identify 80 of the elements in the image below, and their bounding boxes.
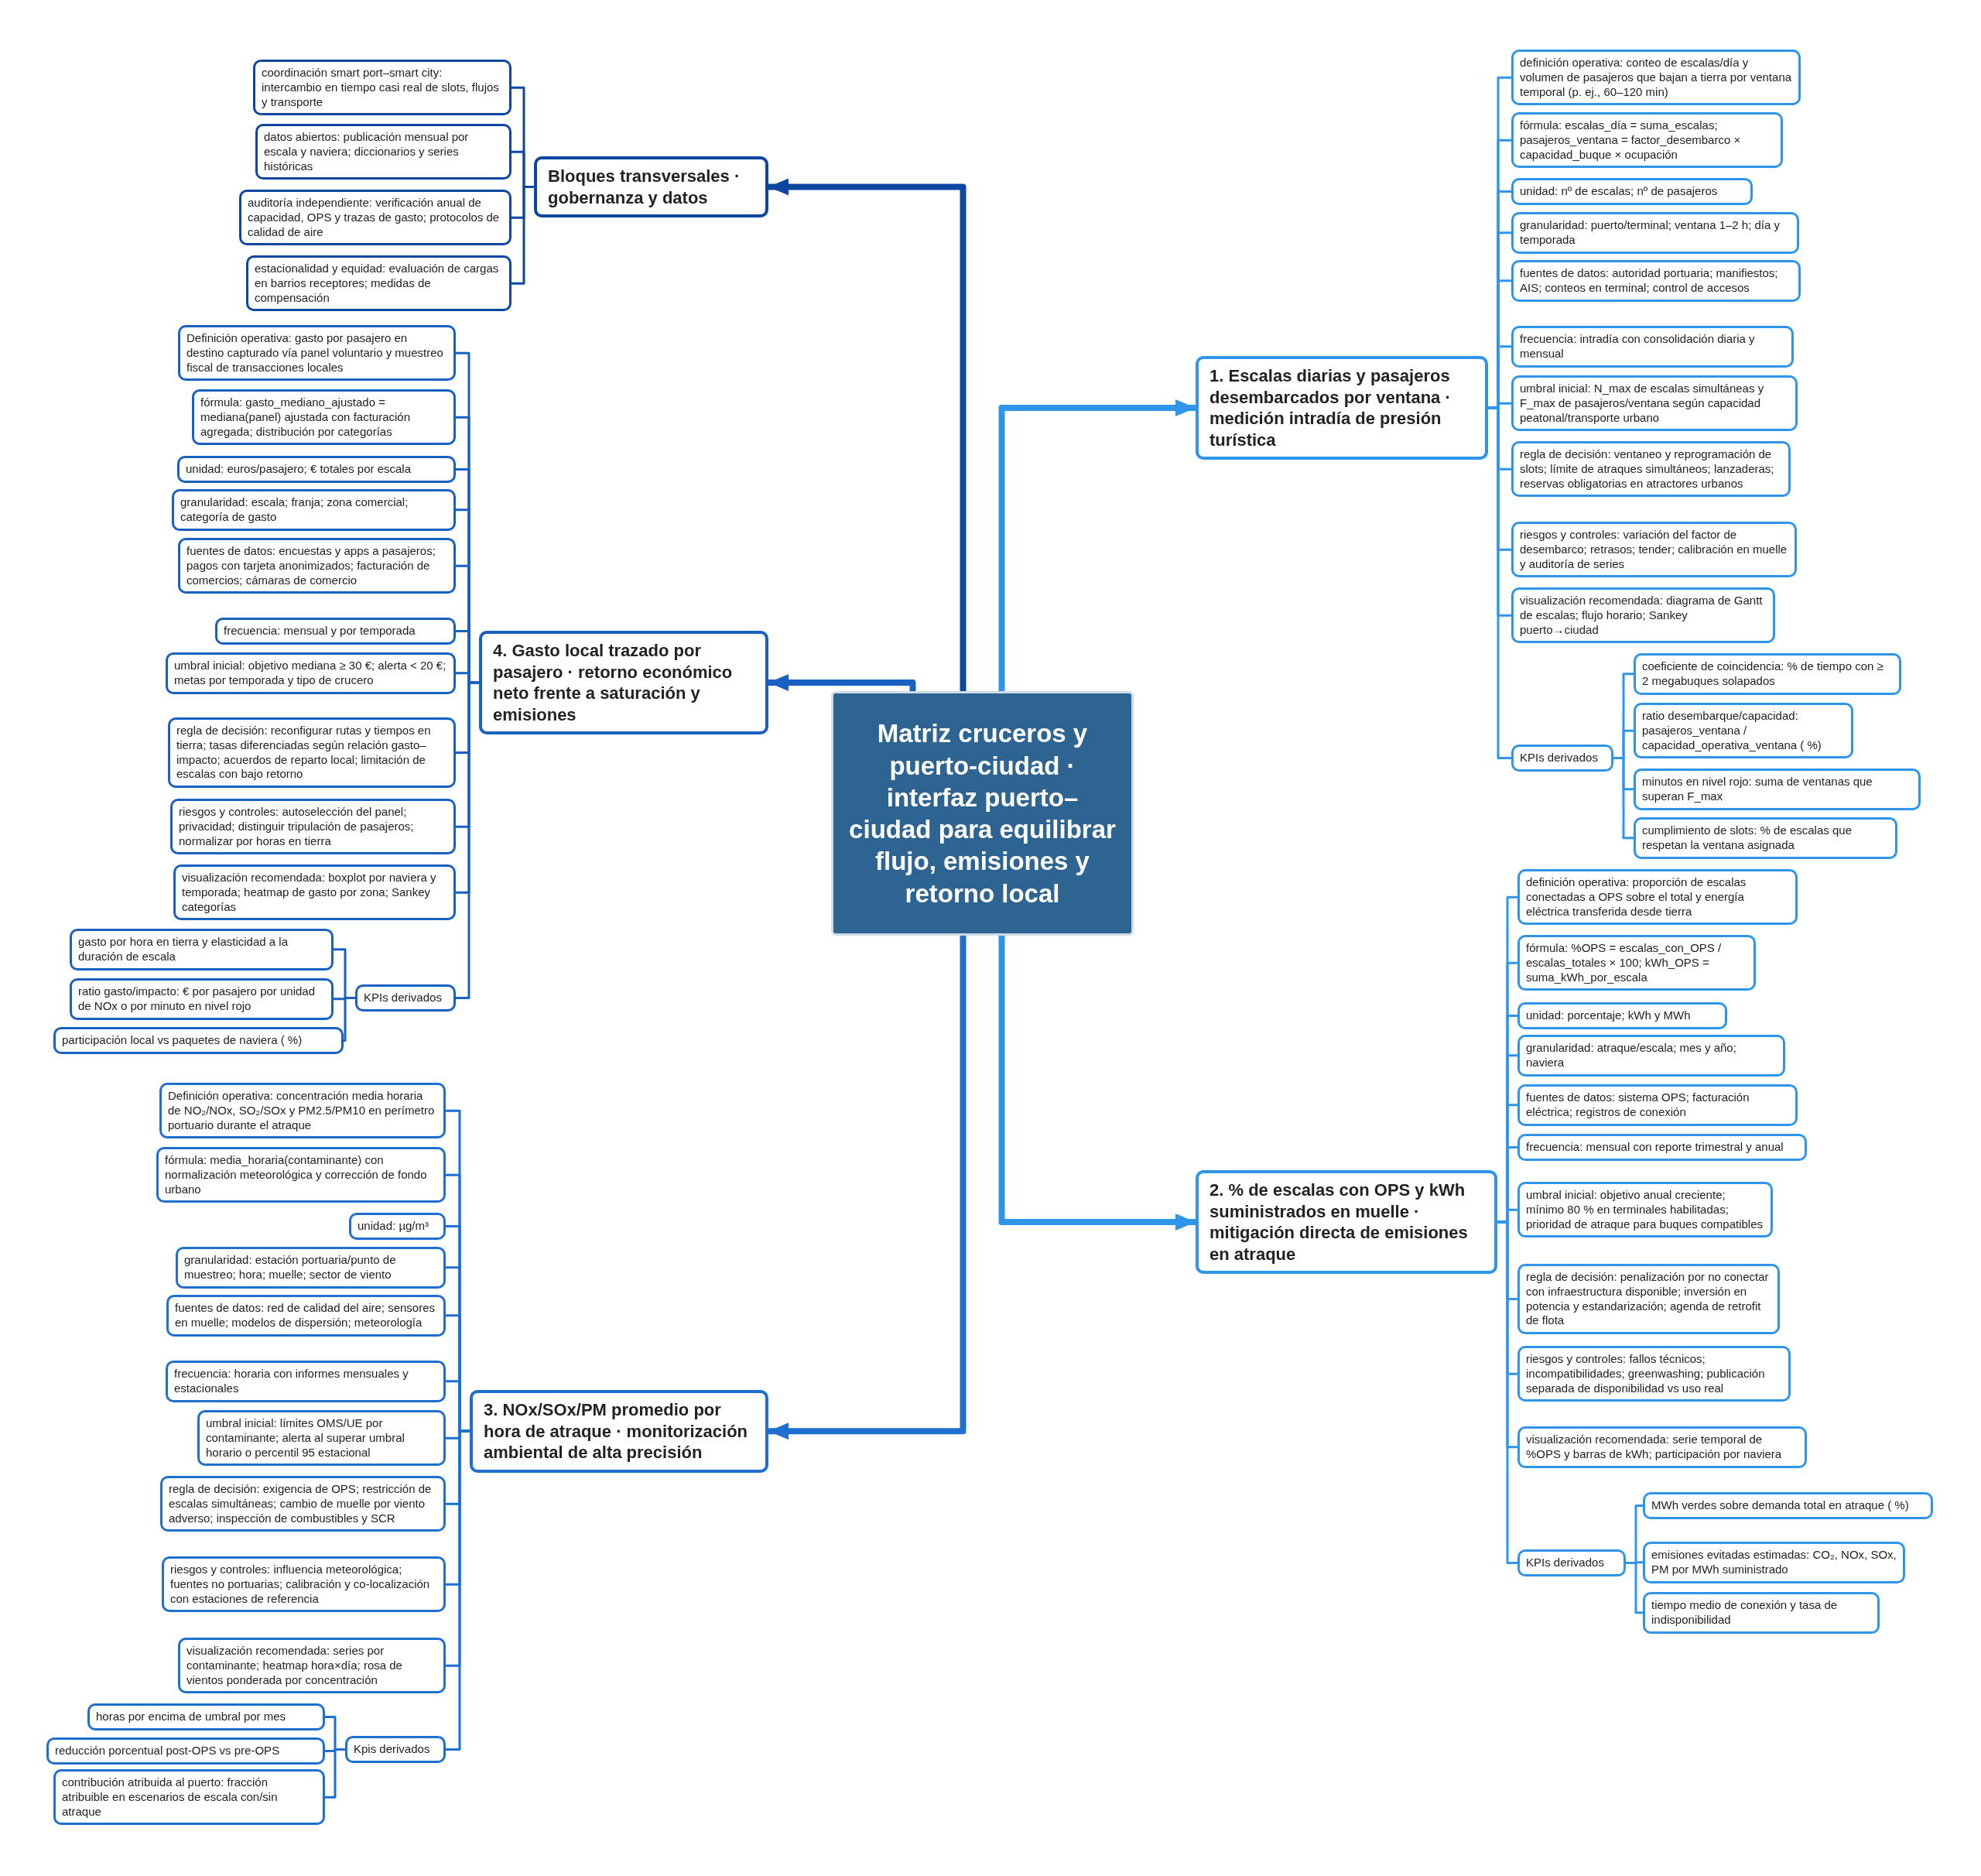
subtopic-box: emisiones evitadas estimadas: CO₂, NOx, SOx, PM por MWh suministrado bbox=[1643, 1542, 1905, 1583]
connector-line bbox=[446, 1429, 470, 1751]
subtopic-box: umbral inicial: límites OMS/UE por contaminante; alerta al superar umbral horario o percentil 95 estacional bbox=[197, 1410, 446, 1467]
subtopic-box: umbral inicial: N_max de escalas simultáneas y F_max de pasajeros/ventana según capacidad peatonal/transporte urbano bbox=[1511, 375, 1798, 432]
main-topic-box: 4. Gasto local trazado por pasajero · retorno económico neto frente a saturación y emisiones bbox=[479, 631, 768, 734]
subtopic-box: umbral inicial: objetivo anual creciente; mínimo 80 % en terminales habilitadas; prioridad de atraque para buques compatibles bbox=[1517, 1182, 1773, 1238]
subtopic-box: granularidad: atraque/escala; mes y año; naviera bbox=[1517, 1035, 1785, 1077]
subtopic-box: fórmula: %OPS = escalas_con_OPS / escalas_totales × 100; kWh_OPS = suma_kWh_por_escala bbox=[1517, 935, 1756, 991]
subtopic-box: unidad: nº de escalas; nº de pasajeros bbox=[1511, 178, 1753, 205]
main-topic-box: Bloques transversales · gobernanza y datos bbox=[534, 156, 768, 217]
connector-line bbox=[1613, 756, 1634, 840]
subtopic-box: frecuencia: mensual con reporte trimestral y anual bbox=[1517, 1134, 1807, 1161]
main-topic-box: 2. % de escalas con OPS y kWh suministrados en muelle · mitigación directa de emisiones en atraque bbox=[1196, 1170, 1497, 1274]
subtopic-box: frecuencia: intradía con consolidación diaria y mensual bbox=[1511, 326, 1794, 368]
subtopic-box: unidad: euros/pasajero; € totales por escala bbox=[177, 456, 456, 483]
subtopic-box: visualización recomendada: diagrama de Gantt de escalas; flujo horario; Sankey puerto→ciudad bbox=[1511, 587, 1775, 644]
connector-line bbox=[1488, 406, 1511, 759]
subtopic-box: estacionalidad y equidad: evaluación de cargas en barrios receptores; medidas de compensación bbox=[246, 255, 512, 312]
subtopic-box: Kpis derivados bbox=[345, 1736, 446, 1763]
subtopic-box: riesgos y controles: autoselección del panel; privacidad; distinguir tripulación de pasajeros; normalizar por horas en tierra bbox=[170, 799, 456, 855]
subtopic-box: fuentes de datos: sistema OPS; facturación eléctrica; registros de conexión bbox=[1517, 1084, 1798, 1126]
subtopic-box: riesgos y controles: influencia meteorológica; fuentes no portuarias; calibración y co-localización con estaciones de referencia bbox=[162, 1556, 446, 1613]
subtopic-box: regla de decisión: exigencia de OPS; restricción de escalas simultáneas; cambio de muelle por viento adverso; inspección de combustibles y SCR bbox=[160, 1476, 446, 1532]
subtopic-box: umbral inicial: objetivo mediana ≥ 30 €; alerta < 20 €; metas por temporada y tipo de crucero bbox=[166, 652, 456, 694]
subtopic-box: tiempo medio de conexión y tasa de indisponibilidad bbox=[1643, 1592, 1880, 1634]
subtopic-box: fórmula: escalas_día = suma_escalas; pasajeros_ventana = factor_desembarco × capacidad_buque × ocupación bbox=[1511, 112, 1783, 169]
subtopic-box: ratio gasto/impacto: € por pasajero por unidad de NOx o por minuto en nivel rojo bbox=[70, 978, 334, 1020]
subtopic-box: visualización recomendada: serie temporal de %OPS y barras de kWh; participación por naviera bbox=[1517, 1426, 1807, 1468]
subtopic-box: Definición operativa: gasto por pasajero en destino capturado vía panel voluntario y muestreo fiscal de transacciones locales bbox=[178, 325, 456, 382]
subtopic-box: datos abiertos: publicación mensual por escala y naviera; diccionarios y series históricas bbox=[255, 124, 512, 180]
subtopic-box: fórmula: gasto_mediano_ajustado = mediana(panel) ajustada con facturación agregada; distribución por categorías bbox=[192, 389, 456, 446]
subtopic-box: riesgos y controles: fallos técnicos; incompatibilidades; greenwashing; publicación separada de disponibilidad vs uso real bbox=[1517, 1346, 1791, 1402]
subtopic-box: unidad: µg/m³ bbox=[349, 1213, 446, 1240]
subtopic-box: definición operativa: proporción de escalas conectadas a OPS sobre el total y energía eléctrica transferida desde tierra bbox=[1517, 869, 1798, 926]
subtopic-box: gasto por hora en tierra y elasticidad a la duración de escala bbox=[70, 929, 334, 971]
subtopic-box: cumplimiento de slots: % de escalas que respetan la ventana asignada bbox=[1634, 817, 1897, 859]
connector-line bbox=[456, 681, 479, 999]
connector-line bbox=[1626, 1561, 1643, 1614]
subtopic-box: participación local vs paquetes de naviera ( %) bbox=[53, 1027, 344, 1054]
subtopic-box: contribución atribuida al puerto: fracción atribuible en escenarios de escala con/sin atraque bbox=[53, 1769, 325, 1826]
subtopic-box: ratio desembarque/capacidad: pasajeros_ventana / capacidad_operativa_ventana ( %) bbox=[1634, 703, 1853, 759]
arrow bbox=[768, 178, 967, 691]
subtopic-box: Definición operativa: concentración media horaria de NO₂/NOx, SO₂/SOx y PM2.5/PM10 en perímetro portuario durante el atraque bbox=[159, 1083, 446, 1139]
subtopic-box: fuentes de datos: encuestas y apps a pasajeros; pagos con tarjeta anonimizados; facturación de comercios; cámaras de comercio bbox=[178, 538, 456, 594]
main-topic-box: 3. NOx/SOx/PM promedio por hora de atraque · monitorización ambiental de alta precisión bbox=[470, 1390, 768, 1473]
subtopic-box: unidad: porcentaje; kWh y MWh bbox=[1517, 1002, 1727, 1029]
subtopic-box: granularidad: estación portuaria/punto de muestreo; hora; muelle; sector de viento bbox=[176, 1247, 446, 1289]
subtopic-box: regla de decisión: ventaneo y reprogramación de slots; límite de atraques simultáneos; lanzaderas; reservas obligatorias en atractores urbanos bbox=[1511, 441, 1791, 498]
subtopic-box: fuentes de datos: red de calidad del aire; sensores en muelle; modelos de dispersión; meteorología bbox=[166, 1295, 446, 1337]
subtopic-box: regla de decisión: penalización por no conectar con infraestructura disponible; inversión en potencia y estandarización; agenda de retrofit de flota bbox=[1517, 1264, 1780, 1334]
subtopic-box: KPIs derivados bbox=[1511, 745, 1613, 772]
arrow bbox=[768, 936, 967, 1440]
subtopic-box: MWh verdes sobre demanda total en atraque ( %) bbox=[1643, 1492, 1933, 1519]
subtopic-box: coordinación smart port–smart city: intercambio en tiempo casi real de slots, flujos y transporte bbox=[253, 60, 512, 116]
arrow bbox=[998, 936, 1196, 1231]
subtopic-box: visualización recomendada: boxplot por naviera y temporada; heatmap de gasto por zona; Sankey categorías bbox=[173, 864, 456, 921]
arrow bbox=[998, 399, 1196, 691]
subtopic-box: granularidad: escala; franja; zona comercial; categoría de gasto bbox=[172, 489, 456, 531]
arrow bbox=[768, 674, 916, 691]
main-topic-box: 1. Escalas diarias y pasajeros desembarcados por ventana · medición intradía de presión turística bbox=[1196, 356, 1488, 460]
subtopic-box: reducción porcentual post-OPS vs pre-OPS bbox=[46, 1737, 325, 1765]
subtopic-box: horas por encima de umbral por mes bbox=[87, 1703, 325, 1731]
subtopic-box: coeficiente de coincidencia: % de tiempo con ≥ 2 megabuques solapados bbox=[1634, 653, 1901, 695]
connector-line bbox=[325, 1748, 345, 1799]
subtopic-box: definición operativa: conteo de escalas/día y volumen de pasajeros que bajan a tierra por ventana temporal (p. ej., 60–120 min) bbox=[1511, 50, 1801, 106]
subtopic-box: auditoría independiente: verificación anual de capacidad, OPS y trazas de gasto; protocolos de calidad de aire bbox=[239, 190, 512, 246]
subtopic-box: frecuencia: mensual y por temporada bbox=[215, 618, 456, 645]
subtopic-box: visualización recomendada: series por contaminante; heatmap hora×día; rosa de vientos ponderada por concentración bbox=[178, 1638, 446, 1694]
subtopic-box: KPIs derivados bbox=[1517, 1549, 1626, 1576]
subtopic-box: KPIs derivados bbox=[355, 984, 456, 1012]
subtopic-box: granularidad: puerto/terminal; ventana 1–2 h; día y temporada bbox=[1511, 212, 1799, 254]
subtopic-box: minutos en nivel rojo: suma de ventanas que superan F_max bbox=[1634, 769, 1921, 810]
subtopic-box: fórmula: media_horaria(contaminante) con normalización meteorológica y corrección de fondo urbano bbox=[156, 1147, 446, 1203]
subtopic-box: fuentes de datos: autoridad portuaria; manifiestos; AIS; conteos en terminal; control de accesos bbox=[1511, 260, 1801, 302]
connector-line bbox=[343, 996, 355, 1042]
subtopic-box: regla de decisión: reconfigurar rutas y tiempos en tierra; tasas diferenciadas según relación gasto–impacto; acuerdos de reparto local; limitación de escalas con bajo retorno bbox=[168, 717, 456, 788]
subtopic-box: frecuencia: horaria con informes mensuales y estacionales bbox=[166, 1361, 446, 1402]
connector-line bbox=[512, 186, 534, 285]
subtopic-box: riesgos y controles: variación del factor de desembarco; retrasos; tender; calibración en muelle y auditoría de series bbox=[1511, 522, 1797, 578]
central-topic-box: Matriz cruceros y puerto-ciudad · interfaz puerto–ciudad para equilibrar flujo, emisiones y retorno local bbox=[831, 691, 1134, 936]
